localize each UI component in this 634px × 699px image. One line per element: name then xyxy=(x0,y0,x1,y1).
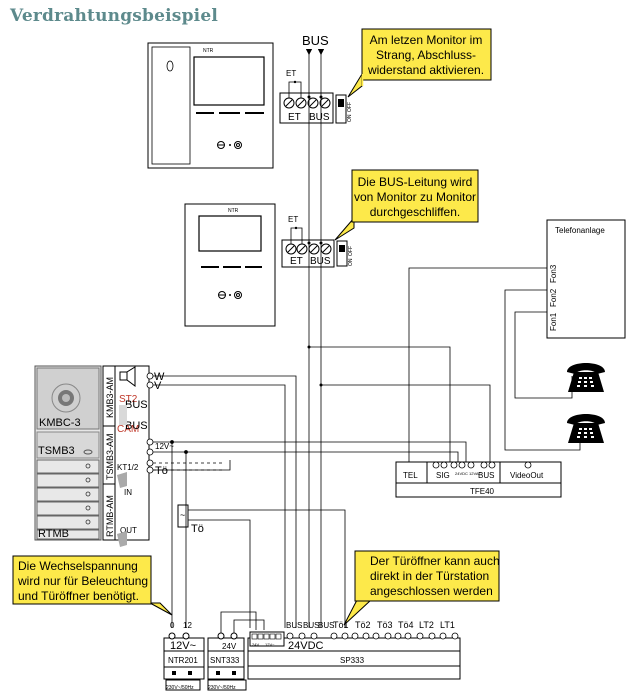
monitor-1: NTR xyxy=(147,42,274,169)
tfe40-bus: BUS xyxy=(478,471,494,480)
tfe40-name: TFE40 xyxy=(470,487,495,496)
callout-ac-voltage-line-3: und Türöffner benötigt. xyxy=(18,589,139,603)
tfe40: TEL SIG 24VDC 12VAC BUS VideoOut TFE40 xyxy=(395,461,562,498)
callout-bus-line-line-3: durchgeschliffen. xyxy=(370,205,461,219)
ntr201-name: NTR201 xyxy=(168,656,198,665)
door-12v: 12V~ xyxy=(155,442,174,451)
snt333-voltage: 24V xyxy=(222,642,237,651)
sp333-term-to4: Tö4 xyxy=(398,620,414,630)
tfe40-videoout: VideoOut xyxy=(510,471,544,480)
snt333-name: SNT333 xyxy=(210,656,240,665)
door-kt: KT1/2 xyxy=(117,463,139,472)
callout-door-opener-line-1: Der Türöffner kann auch xyxy=(370,554,500,568)
bus-top-label: BUS xyxy=(302,33,329,48)
sp333: 24V 12V~ 24VDC SP333 BUS BUS BUS Tö1 Tö2… xyxy=(247,620,461,680)
sp333-term-to1: Tö1 xyxy=(333,620,349,630)
monitor-2-et-terminal: ET xyxy=(290,256,303,267)
door-wiring xyxy=(153,346,491,628)
telefonanlage-title: Telefonanlage xyxy=(555,226,605,235)
door-cam: CAM xyxy=(117,424,139,435)
ntr201-voltage: 12V~ xyxy=(170,640,196,652)
telefonanlage: Telefonanlage Fon3 Fon2 Fon1 xyxy=(546,219,626,339)
monitor-1-bus-terminal: BUS xyxy=(309,112,330,123)
telefonanlage-port-fon1: Fon1 xyxy=(549,312,558,331)
amp-tsmb3: TSMB3-AM xyxy=(105,433,115,480)
snt333-mains: 230V~/50Hz xyxy=(208,685,236,691)
sp333-small-24v: 24V xyxy=(252,642,259,647)
door-out: OUT xyxy=(120,526,137,535)
sp333-term-to3: Tö3 xyxy=(377,620,393,630)
sp333-term-bus-2: BUS xyxy=(303,621,319,630)
callout-last-monitor-line-3: widerstand aktivieren. xyxy=(367,63,484,77)
callout-last-monitor-line-1: Am letzen Monitor im xyxy=(370,33,483,47)
monitor-2: NTR xyxy=(184,203,276,327)
callout-door-opener: Der Türöffner kann auch direkt in der Tü… xyxy=(343,550,500,626)
phone-2-icon xyxy=(567,414,605,443)
callout-door-opener-line-3: angeschlossen werden xyxy=(370,584,493,598)
monitor-2-terminal-block: ET BUS ON OFF ET xyxy=(281,215,354,268)
monitor-1-switch-on: ON xyxy=(347,114,353,122)
monitor-1-brand: NTR xyxy=(203,48,214,54)
door-w: W xyxy=(154,371,165,383)
sp333-term-bus-3: BUS xyxy=(318,621,334,630)
door-bus-1: BUS xyxy=(125,399,148,411)
door-st2: ST2 xyxy=(119,394,138,405)
tfe40-power: 24VDC 12VAC xyxy=(455,471,481,476)
phone-1-icon xyxy=(567,363,605,392)
ntr201-term-12: 12 xyxy=(183,621,192,630)
ntr201: 0 12 12V~ NTR201 230V~/50Hz xyxy=(163,621,205,691)
door-terminals: W V 12V~ Tö xyxy=(146,371,174,477)
door-station-kmbc3: KMBC-3 xyxy=(39,417,81,429)
ntr201-term-0: 0 xyxy=(170,621,175,630)
callout-last-monitor-line-2: Strang, Abschluss- xyxy=(376,48,476,62)
sp333-name: SP333 xyxy=(340,656,365,665)
amp-rtmb: RTMB-AM xyxy=(105,495,115,537)
callout-bus-line: Die BUS-Leitung wird von Monitor zu Moni… xyxy=(334,169,479,241)
telefonanlage-port-fon3: Fon3 xyxy=(549,264,558,283)
monitor-1-et-terminal: ET xyxy=(288,112,301,123)
callout-door-opener-line-2: direkt in der Türstation xyxy=(370,569,489,583)
tfe40-sig: SIG xyxy=(436,471,450,480)
door-tilde: ~ xyxy=(180,510,185,520)
door-station-tsmb3: TSMB3 xyxy=(38,445,75,457)
page-title: Verdrahtungsbeispiel xyxy=(10,6,218,26)
tfe40-tel: TEL xyxy=(403,471,418,480)
door-to: Tö xyxy=(155,465,168,477)
door-station-rtmb: RTMB xyxy=(38,528,69,540)
amp-kmb3: KMB3-AM xyxy=(105,377,115,418)
monitor-2-switch-on: ON xyxy=(348,258,354,266)
sp333-term-to2: Tö2 xyxy=(355,620,371,630)
monitor-1-et-label: ET xyxy=(286,69,296,78)
door-station: KMBC-3 TSMB3 RTMB xyxy=(34,365,102,541)
door-amp-block: KMB3-AM TSMB3-AM RTMB-AM ST2 CAM BUS BUS… xyxy=(102,365,204,547)
telefonanlage-port-fon2: Fon2 xyxy=(549,288,558,307)
monitor-1-terminal-block: ET BUS ON OFF ET xyxy=(279,69,353,124)
callout-bus-line-line-2: von Monitor zu Monitor xyxy=(354,190,476,204)
ntr201-mains: 230V~/50Hz xyxy=(166,685,194,691)
callout-ac-voltage-line-1: Die Wechselspannung xyxy=(18,559,138,573)
sp333-voltage: 24VDC xyxy=(288,640,324,652)
sp333-small-12v: 12V~ xyxy=(265,642,275,647)
monitor-2-bus-terminal: BUS xyxy=(310,256,331,267)
door-in: IN xyxy=(124,488,132,497)
monitor-1-switch-off: OFF xyxy=(347,102,353,112)
callout-ac-voltage: Die Wechselspannung wird nur für Beleuch… xyxy=(12,555,173,616)
door-bus-2: BUS xyxy=(125,420,148,432)
callout-bus-line-line-1: Die BUS-Leitung wird xyxy=(358,175,473,189)
door-to-2: Tö xyxy=(191,523,204,535)
monitor-2-et-label: ET xyxy=(288,215,298,224)
monitor-2-switch-off: OFF xyxy=(348,246,354,256)
sp333-term-lt1: LT1 xyxy=(440,620,455,630)
monitor-2-brand: NTR xyxy=(228,208,239,214)
sp333-term-bus-1: BUS xyxy=(286,621,302,630)
sp333-term-lt2: LT2 xyxy=(419,620,434,630)
callout-last-monitor: Am letzen Monitor im Strang, Abschluss- … xyxy=(347,28,492,98)
callout-ac-voltage-line-2: wird nur für Beleuchtung xyxy=(17,574,148,588)
snt333: 24V SNT333 230V~/50Hz xyxy=(207,611,265,691)
door-v: V xyxy=(154,380,162,392)
